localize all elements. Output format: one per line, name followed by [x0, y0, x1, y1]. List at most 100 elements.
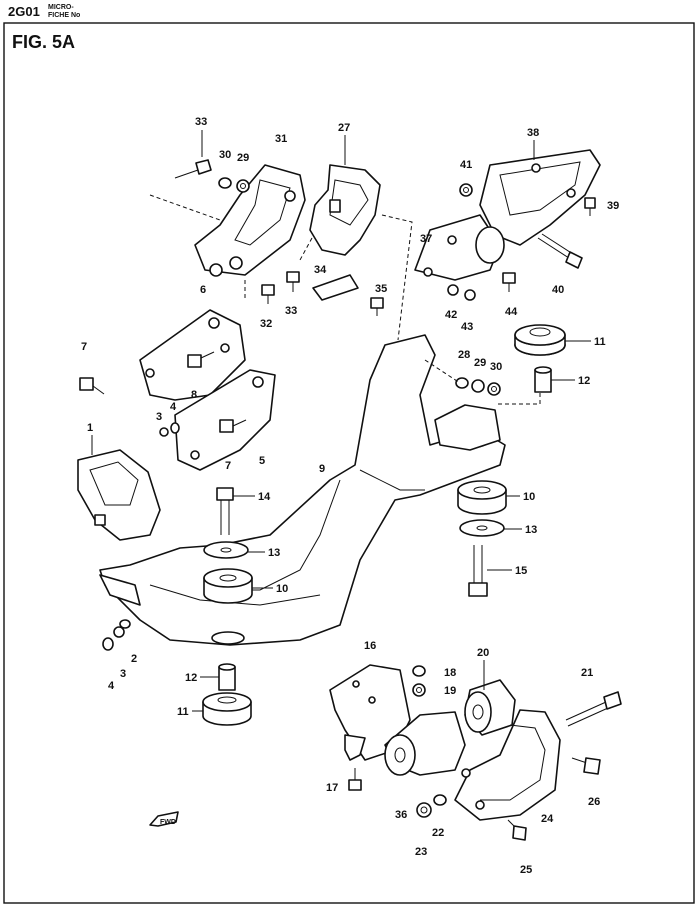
callout-16: 16	[364, 640, 376, 652]
insulator-11-left	[202, 692, 252, 726]
washer-13-left	[203, 541, 249, 559]
callout-30-top: 30	[219, 149, 231, 161]
callout-34: 34	[314, 264, 327, 276]
callout-27: 27	[338, 122, 350, 134]
figure-title: FIG. 5A	[12, 32, 75, 52]
callout-37: 37	[420, 233, 432, 245]
part-20-bushing	[464, 679, 516, 736]
bolt-25	[507, 819, 527, 841]
part-1-bracket	[77, 449, 161, 541]
nut-4-lower	[102, 637, 114, 651]
nut-43	[464, 289, 476, 301]
bolt-15	[468, 545, 488, 597]
spacer-12-left	[218, 663, 236, 691]
callout-36: 36	[395, 809, 407, 821]
callout-28: 28	[458, 349, 470, 361]
callout-12-right: 12	[578, 375, 590, 387]
leader-line	[299, 237, 313, 261]
callout-29-right: 29	[474, 357, 486, 369]
callout-13-left: 13	[268, 547, 280, 559]
callout-38: 38	[527, 127, 539, 139]
callout-32: 32	[260, 318, 272, 330]
bolt-8	[187, 351, 215, 368]
washer-29-right	[471, 379, 485, 393]
callout-42: 42	[445, 309, 457, 321]
callout-30-right: 30	[490, 361, 502, 373]
insulator-11-right	[514, 324, 566, 356]
callout-4-upper: 4	[170, 401, 177, 413]
bolt-17	[348, 768, 362, 791]
part-27-bracket	[309, 164, 381, 256]
callout-15: 15	[515, 565, 527, 577]
callout-29-top: 29	[237, 152, 249, 164]
callout-6: 6	[200, 284, 206, 296]
leader-line	[149, 194, 221, 221]
callout-22: 22	[432, 827, 444, 839]
nut-23	[416, 802, 432, 818]
callout-41: 41	[460, 159, 472, 171]
callout-17: 17	[326, 782, 338, 794]
callout-11-left: 11	[177, 706, 189, 718]
callout-18: 18	[444, 667, 456, 679]
callout-23: 23	[415, 846, 427, 858]
callout-9: 9	[319, 463, 325, 475]
bolt-7-left	[79, 377, 105, 395]
callout-43: 43	[461, 321, 473, 333]
nut-4-upper	[170, 422, 180, 434]
callout-7-lower: 7	[225, 460, 231, 472]
nut-19	[412, 683, 426, 697]
bolt-39	[584, 197, 596, 216]
callout-33-lower: 33	[285, 305, 297, 317]
bolt-40	[537, 233, 583, 269]
washer-3-lower	[113, 626, 125, 638]
leader-line	[498, 392, 541, 405]
callout-39: 39	[607, 200, 619, 212]
callout-20: 20	[477, 647, 489, 659]
fwd-label: FWD	[160, 819, 176, 826]
callout-labels: 33 30 29 31 27 38 41 39 37 40 44 42 43 3…	[81, 116, 619, 876]
callout-26: 26	[588, 796, 600, 808]
bolt-14	[216, 487, 234, 535]
callout-5: 5	[259, 455, 265, 467]
micro-label: MICRO-	[48, 4, 74, 11]
nut-41	[459, 183, 473, 197]
cushion-10-right	[457, 480, 507, 515]
washer-13-right	[459, 519, 505, 537]
callout-7-left: 7	[81, 341, 87, 353]
washer-3-upper	[159, 427, 169, 437]
callout-8: 8	[191, 389, 197, 401]
bolt-33-lower	[286, 271, 300, 292]
spacer-12-right	[534, 366, 552, 393]
nut-18	[412, 665, 426, 677]
callout-44: 44	[505, 306, 518, 318]
callout-4-lower: 4	[108, 680, 115, 692]
washer-2-lower	[119, 619, 131, 629]
microfiche-code: 2G01	[8, 4, 40, 19]
callout-11-right: 11	[594, 336, 606, 348]
washer-42	[447, 284, 459, 296]
bolt-7-lower	[219, 419, 247, 433]
part-38-bracket	[479, 149, 601, 246]
nut-29-top	[236, 179, 250, 193]
callout-25: 25	[520, 864, 532, 876]
part-2-plate	[99, 574, 141, 606]
callout-10-right: 10	[523, 491, 535, 503]
washer-22	[433, 794, 447, 806]
callout-12-left: 12	[185, 672, 197, 684]
part-37-mount	[414, 214, 505, 281]
callout-10-left: 10	[276, 583, 288, 595]
callout-40: 40	[552, 284, 564, 296]
bolt-left-stud	[94, 514, 106, 526]
nut-30-right	[487, 382, 501, 396]
callout-13-right: 13	[525, 524, 537, 536]
bolt-33-top	[174, 159, 212, 179]
part-36-mount	[384, 711, 466, 776]
cushion-10-left	[203, 568, 253, 604]
fiche-label: FICHE No	[48, 12, 80, 19]
callout-21: 21	[581, 667, 593, 679]
part-9-crossmember	[99, 334, 506, 646]
callout-1: 1	[87, 422, 93, 434]
callout-31: 31	[275, 133, 287, 145]
callout-2: 2	[131, 653, 137, 665]
